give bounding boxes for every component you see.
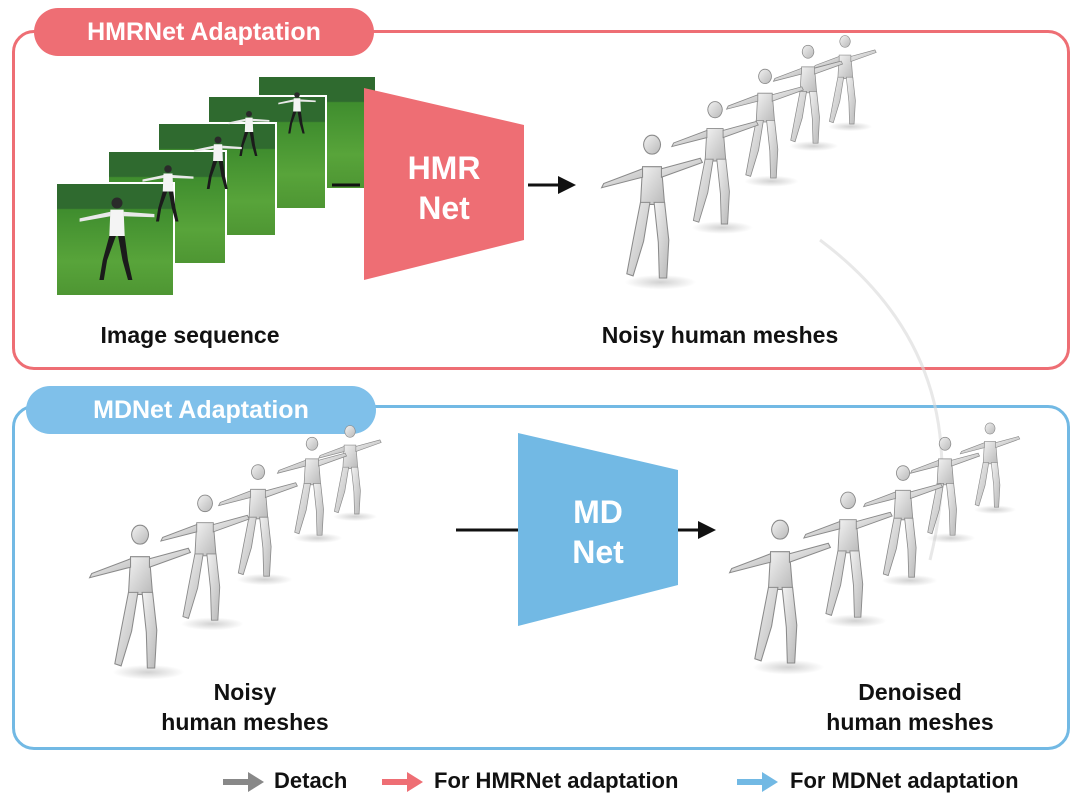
image-sequence-caption: Image sequence (100, 322, 280, 348)
hmrnet-adaptation-panel (12, 30, 1070, 370)
legend-mdnet: For MDNet adaptation (790, 766, 1019, 796)
hmr-net-label: HMR Net (374, 148, 514, 228)
noisy-meshes-input-caption-line1: Noisy (213, 679, 277, 705)
hmr-net-label-line2: Net (418, 190, 470, 226)
hmrnet-arrow-icon (382, 772, 423, 792)
hmr-net-label-line1: HMR (407, 150, 481, 186)
denoised-meshes-caption-line2: human meshes (826, 709, 994, 735)
md-net-label: MD Net (528, 492, 668, 572)
md-net-label-line1: MD (573, 494, 623, 530)
mdnet-adaptation-panel (12, 405, 1070, 750)
mdnet-arrow-icon (737, 772, 778, 792)
noisy-meshes-output-caption: Noisy human meshes (601, 322, 839, 348)
legend-hmrnet-label: For HMRNet adaptation (434, 768, 679, 793)
mdnet-adaptation-title: MDNet Adaptation (26, 386, 376, 434)
md-net-label-line2: Net (572, 534, 624, 570)
legend-hmrnet: For HMRNet adaptation (434, 766, 678, 796)
denoised-meshes-caption-line1: Denoised (858, 679, 962, 705)
hmr-net-block (364, 88, 524, 280)
detach-arrow-icon (223, 772, 264, 792)
legend-detach-label: Detach (274, 768, 348, 793)
legend-mdnet-label: For MDNet adaptation (790, 768, 1019, 793)
noisy-meshes-input-caption: Noisy human meshes (130, 677, 360, 737)
denoised-meshes-caption: Denoised human meshes (790, 677, 1030, 737)
noisy-meshes-input-caption-line2: human meshes (161, 709, 329, 735)
legend-detach: Detach (274, 766, 347, 796)
hmrnet-adaptation-title: HMRNet Adaptation (34, 8, 374, 56)
md-net-block (518, 433, 678, 626)
